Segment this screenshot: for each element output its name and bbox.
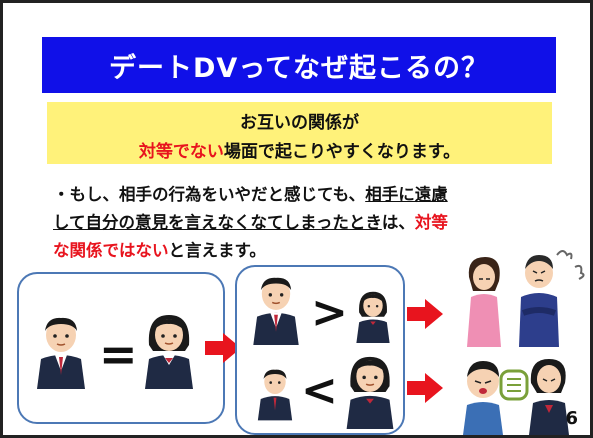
body-text-2: は、 (381, 213, 415, 232)
arrow-right-top-icon (407, 299, 443, 329)
girl-small-illustration (356, 291, 390, 343)
body-text-1-underlined: 相手に遠慮 (365, 185, 448, 204)
greater-than-sign: > (311, 287, 348, 338)
body-text-2-underlined: して自分の意見を言えなくなてしまったとき (53, 213, 382, 232)
arrow-right-icon (205, 333, 241, 363)
highlight-box: お互いの関係が 対等でない場面で起こりやすくなります。 (47, 102, 552, 164)
equal-sign: = (99, 327, 138, 381)
girl-large-illustration (346, 356, 394, 429)
page-number: 6 (565, 408, 578, 429)
girl-illustration (145, 315, 193, 389)
body-text-3: と言えます。 (168, 241, 266, 260)
body-text-1: ・もし、相手の行為をいやだと感じても、 (53, 185, 366, 204)
highlight-red-text: 対等でない (138, 142, 224, 162)
body-text-2-red: 対等 (414, 213, 448, 232)
arrow-right-bottom-icon (407, 373, 443, 403)
highlight-rest-text: 場面で起こりやすくなります。 (223, 142, 461, 162)
body-text-3-red: な関係ではない (53, 241, 169, 260)
arguing-couple-illustration (467, 250, 585, 347)
boy-illustration (37, 317, 85, 389)
boy-large-illustration (253, 277, 299, 345)
less-than-sign: < (301, 365, 338, 416)
body-paragraph: ・もし、相手の行為をいやだと感じても、相手に遠慮 して自分の意見を言えなくなてし… (53, 181, 553, 265)
violence-illustration (463, 359, 569, 435)
boy-small-illustration (257, 369, 293, 421)
highlight-line-1: お互いの関係が (240, 113, 359, 133)
highlight-line-2: 対等でない場面で起こりやすくなります。 (47, 137, 552, 162)
title-banner: デートDVってなぜ起こるの？ (42, 37, 556, 93)
page-title: デートDVってなぜ起こるの？ (109, 52, 489, 84)
